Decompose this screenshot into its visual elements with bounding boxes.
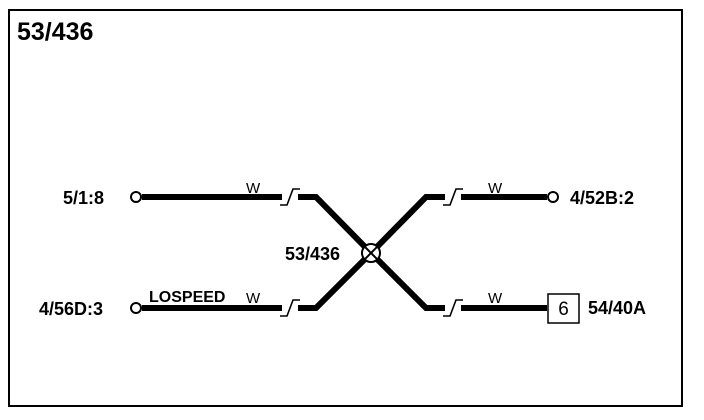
connector-label-top-right: 4/52B:2 (570, 188, 634, 208)
connector-label-top-left: 5/1:8 (63, 188, 104, 208)
wire-color-label: W (488, 290, 503, 307)
wire-top-right (368, 194, 547, 256)
wire-color-label: W (246, 180, 261, 197)
wire-bottom-right (368, 250, 547, 311)
wire-bottom-left (142, 250, 374, 311)
connector-label-bottom-left: 4/56D:3 (39, 299, 103, 319)
circuit-name-label: LOSPEED (149, 289, 225, 306)
wire-break-mark (280, 299, 300, 317)
wire-top-left (142, 194, 374, 256)
wire-break-mark (443, 188, 463, 206)
connector-label-bottom-right: 54/40A (588, 298, 646, 318)
diagram-frame (8, 9, 683, 407)
diagram-title: 53/436 (17, 18, 93, 46)
wire-break-mark (443, 299, 463, 317)
splice-label: 53/436 (285, 244, 340, 264)
component-box-number: 6 (558, 299, 569, 320)
wire-color-label: W (488, 180, 503, 197)
splice-icon (361, 243, 381, 263)
terminal-top-left (130, 191, 142, 203)
component-box (547, 293, 580, 324)
terminal-bottom-left (130, 302, 142, 314)
wire-color-label: W (246, 290, 261, 307)
wire-break-mark (280, 188, 300, 206)
terminal-top-right (547, 191, 559, 203)
